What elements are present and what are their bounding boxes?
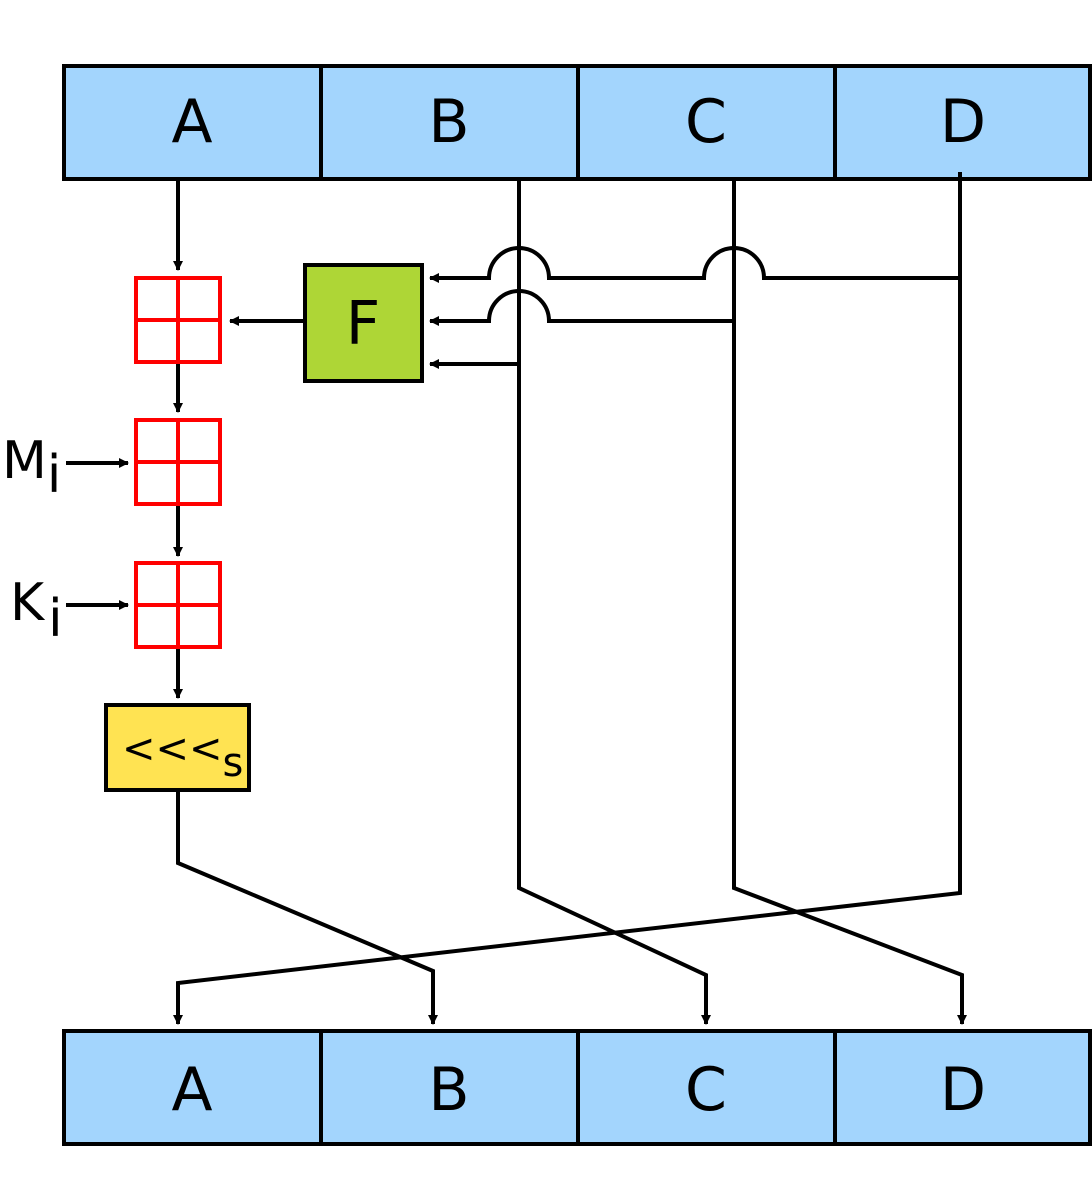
rotate-label: <<<s [122,726,243,786]
wire-d [173,172,962,1025]
input-registers: A B C D [62,64,1092,181]
constant-input-subscript: i [48,589,62,649]
message-input-label: Mi [2,431,61,505]
input-register-d-label: D [940,87,986,157]
arrow-d-to-f [429,246,960,283]
output-register-b-label: B [428,1055,469,1125]
message-input-subscript: i [47,445,61,505]
input-register-d [833,64,1092,181]
output-register-a-label: A [171,1055,212,1125]
f-function-box: F [303,263,424,383]
arrow-c-to-f [429,289,734,326]
input-register-b [319,64,580,181]
output-registers: A B C D [62,1029,1092,1146]
input-register-c-label: C [685,87,727,157]
modular-adder-2 [134,418,222,506]
input-register-b-label: B [428,87,469,157]
output-register-d-label: D [940,1055,986,1125]
constant-input: Ki [10,573,129,649]
constant-input-label: Ki [10,573,63,649]
modular-adder-1 [134,276,222,364]
rotate-subscript: s [223,740,244,786]
output-register-c [576,1029,837,1146]
f-function-label: F [346,289,381,359]
input-register-a [62,64,323,181]
output-register-c-label: C [685,1055,727,1125]
modular-adder-3 [134,561,222,649]
feedback-wires [173,172,967,1025]
input-register-c [576,64,837,181]
output-register-a [62,1029,323,1146]
wire-c [732,179,967,1025]
output-register-d [833,1029,1092,1146]
rotate-box: <<<s [104,703,251,792]
message-input: Mi [2,431,129,505]
output-register-b [319,1029,580,1146]
input-register-a-label: A [171,87,212,157]
wire-rotate-to-b [176,790,438,1025]
